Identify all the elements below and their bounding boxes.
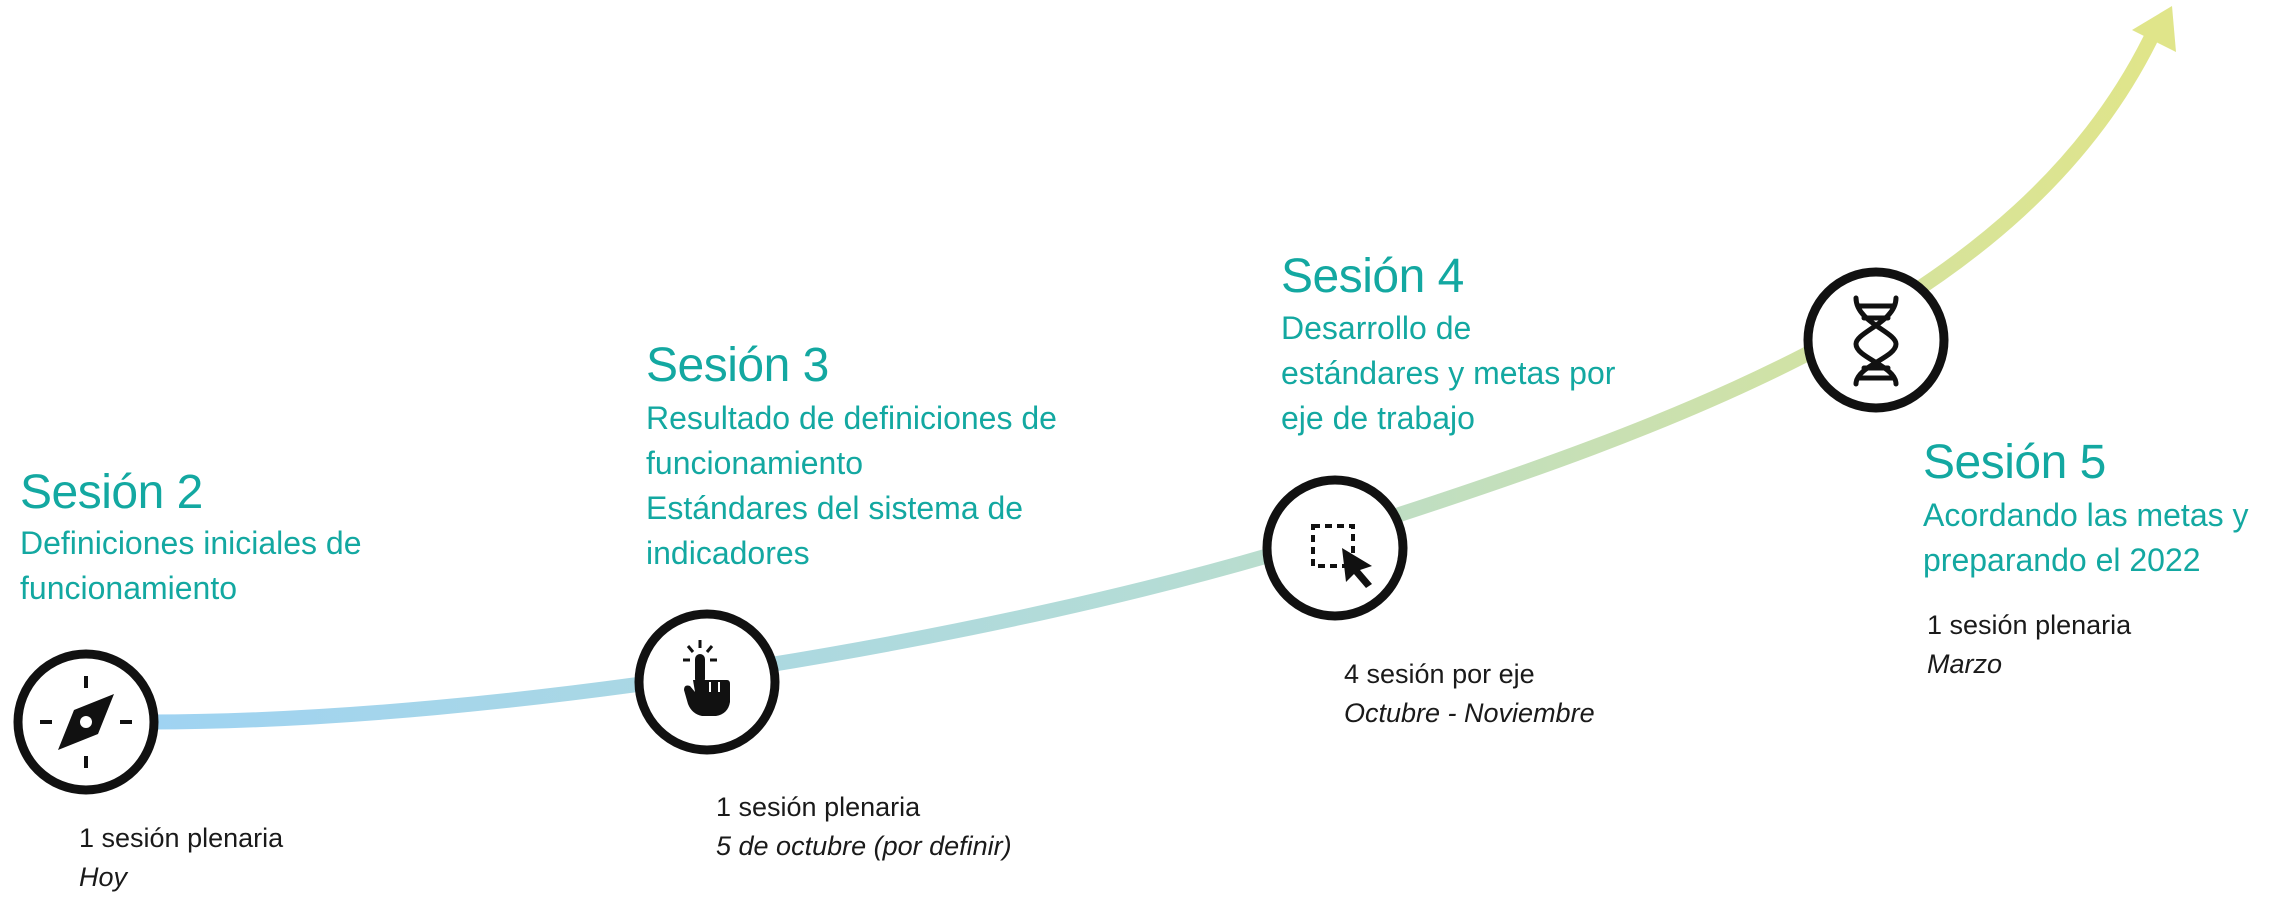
session-2-date: Hoy: [79, 862, 128, 892]
session-5-description-line: preparando el 2022: [1923, 542, 2201, 578]
session-4-title: Sesión 4: [1281, 250, 1464, 303]
session-5-description-line: Acordando las metas y: [1923, 497, 2249, 533]
session-3-title: Sesión 3: [646, 339, 829, 392]
session-4-date: Octubre - Noviembre: [1344, 698, 1595, 728]
session-3-description-line: Estándares del sistema de: [646, 490, 1024, 526]
compass-icon: [40, 676, 132, 768]
session-5-node: [1803, 267, 1949, 413]
session-2-description-line: funcionamiento: [20, 570, 238, 606]
session-3-description-line: Resultado de definiciones de: [646, 400, 1057, 436]
session-3-date: 5 de octubre (por definir): [716, 831, 1012, 861]
tap-hand-icon: [683, 640, 730, 716]
arrow-head: [2132, 6, 2176, 52]
session-3-description-line: indicadores: [646, 535, 810, 571]
session-3-node: [634, 609, 780, 755]
session-2-node: [13, 649, 159, 795]
dna-icon: [1853, 295, 1899, 387]
select-cursor-icon: [1311, 524, 1372, 588]
session-5-meta: 1 sesión plenaria Marzo: [1927, 606, 2131, 684]
session-3-meta: 1 sesión plenaria 5 de octubre (por defi…: [716, 788, 1012, 866]
session-3-description: Resultado de definiciones de funcionamie…: [646, 396, 1057, 576]
session-5-date: Marzo: [1927, 649, 2003, 679]
session-2-title: Sesión 2: [20, 466, 203, 519]
session-4-description-line: Desarrollo de: [1281, 310, 1472, 346]
session-5-description: Acordando las metas y preparando el 2022: [1923, 493, 2249, 583]
session-2-meta: 1 sesión plenaria Hoy: [79, 819, 283, 897]
session-3-description-line: funcionamiento: [646, 445, 864, 481]
session-4-meta: 4 sesión por eje Octubre - Noviembre: [1344, 655, 1595, 733]
session-2-description-line: Definiciones iniciales de: [20, 525, 362, 561]
session-3-count: 1 sesión plenaria: [716, 792, 921, 822]
session-4-description-line: estándares y metas por: [1281, 355, 1616, 391]
session-2-count: 1 sesión plenaria: [79, 823, 284, 853]
session-4-description: Desarrollo de estándares y metas por eje…: [1281, 306, 1615, 441]
session-4-count: 4 sesión por eje: [1344, 659, 1535, 689]
session-4-description-line: eje de trabajo: [1281, 400, 1475, 436]
session-5-title: Sesión 5: [1923, 436, 2106, 489]
session-5-count: 1 sesión plenaria: [1927, 610, 2132, 640]
session-4-node: [1262, 475, 1408, 621]
session-2-description: Definiciones iniciales de funcionamiento: [20, 521, 362, 611]
